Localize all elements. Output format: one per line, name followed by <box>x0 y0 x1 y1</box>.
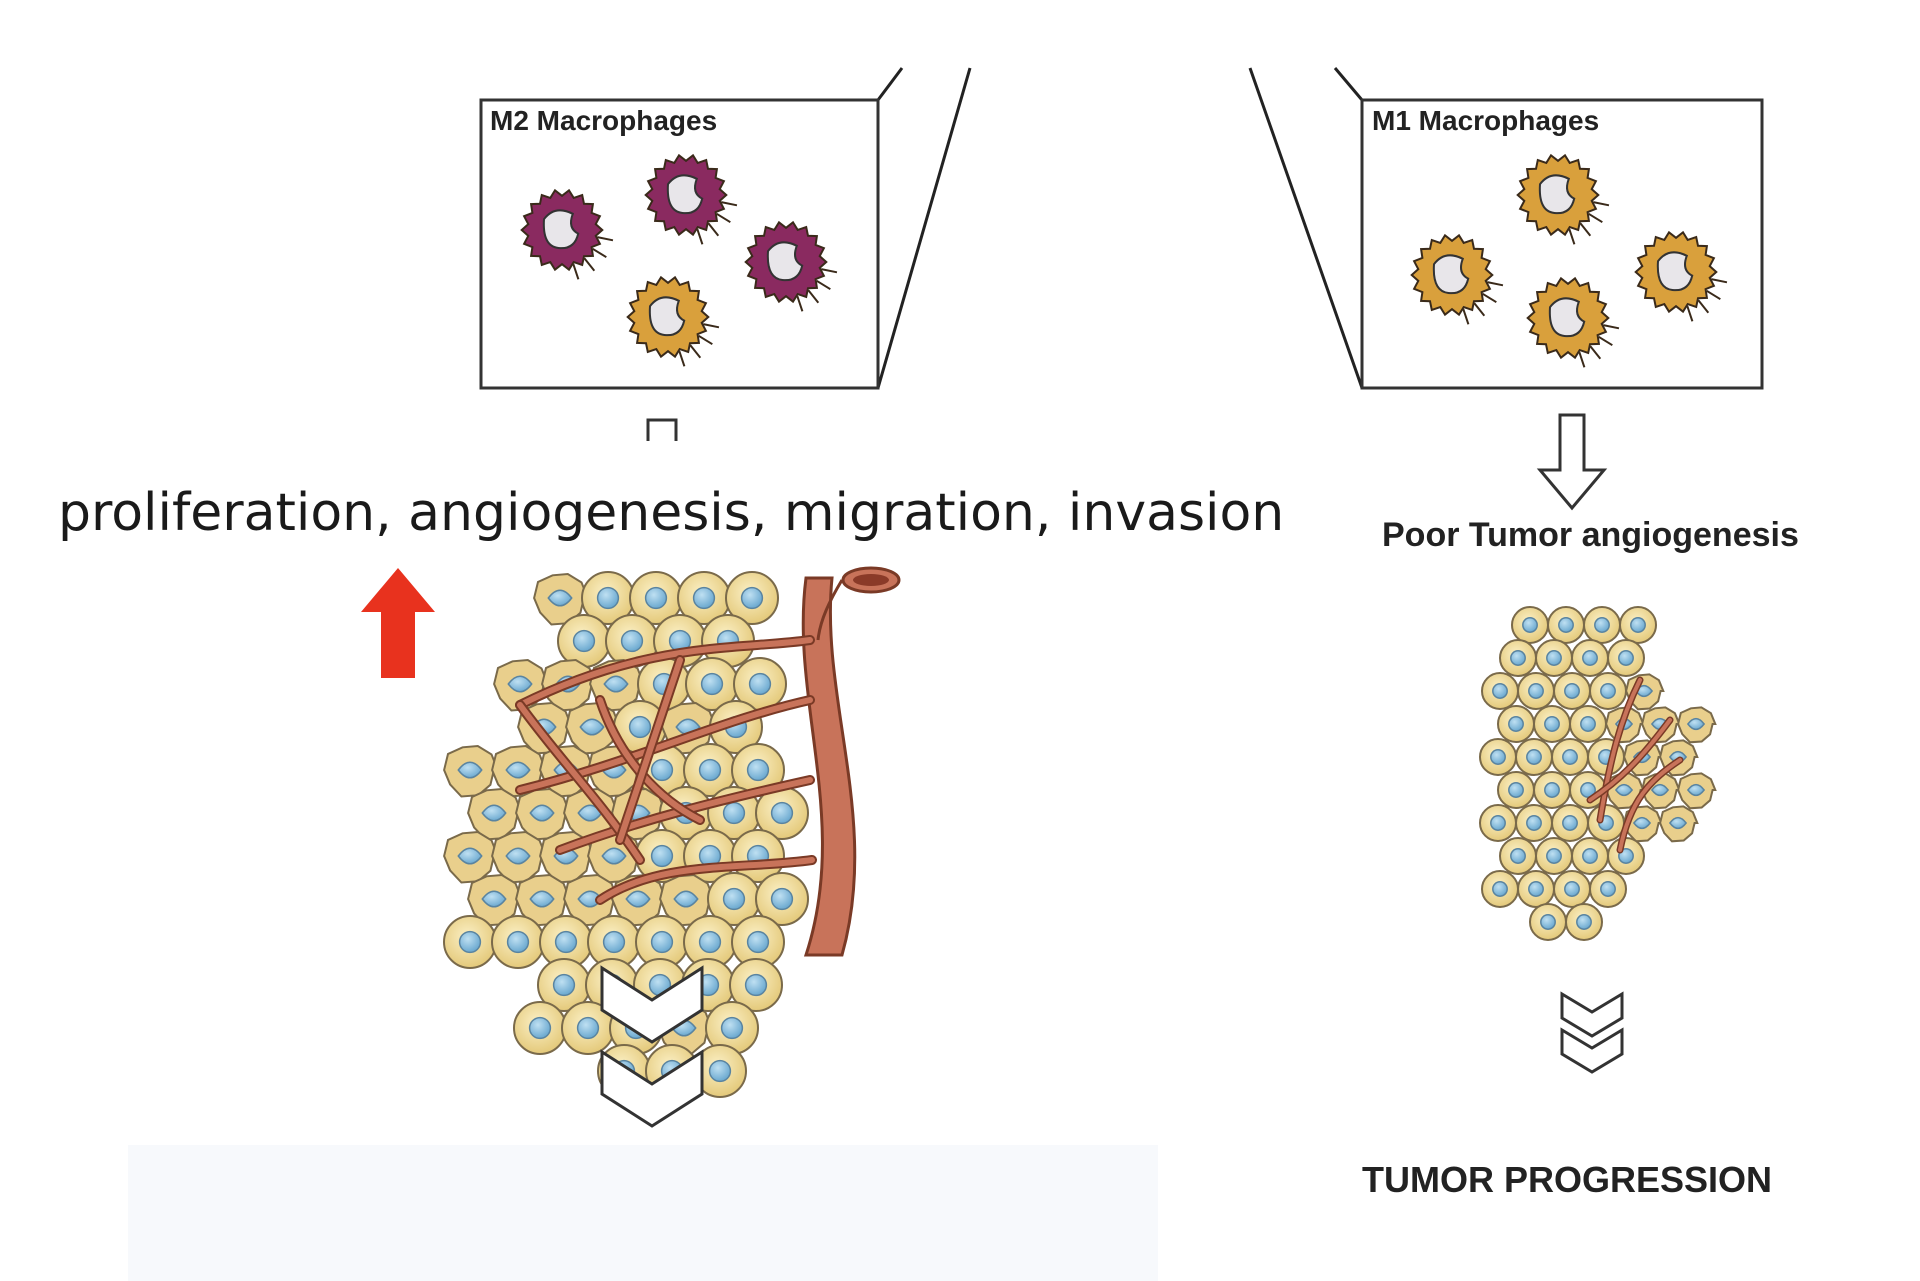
chevron-down-icon <box>600 965 704 1128</box>
tumor-cell <box>1589 870 1627 908</box>
tumor-cell <box>1607 837 1645 875</box>
m1-macrophage-cells <box>1410 153 1728 368</box>
tumor-cell <box>1659 805 1699 843</box>
m1-panel-title: M1 Macrophages <box>1372 105 1599 136</box>
arrow-down-icon <box>1536 413 1608 511</box>
tumor-cell <box>725 571 779 625</box>
tumor-cell <box>1481 870 1519 908</box>
tumor-progression-label: TUMOR PROGRESSION <box>1362 1159 1772 1200</box>
tumor-cell <box>1583 606 1621 644</box>
tumor-cell <box>1607 639 1645 677</box>
tumor-cell <box>635 915 689 969</box>
tumor-cell <box>443 830 500 884</box>
tumor-cell <box>1499 837 1537 875</box>
tumor-cell <box>1553 672 1591 710</box>
tumor-cell <box>683 743 737 797</box>
left-effects-text: proliferation, angiogenesis, migration, … <box>58 483 1284 543</box>
tumor-cell <box>1517 672 1555 710</box>
m2-macrophage-panel: M2 Macrophages <box>479 98 880 390</box>
tumor-cell <box>1535 837 1573 875</box>
tumor-cell <box>443 744 500 798</box>
tumor-cell <box>513 1001 567 1055</box>
right-effect-text: Poor Tumor angiogenesis <box>1382 516 1799 554</box>
tumor-cell <box>683 915 737 969</box>
tumor-cell <box>1479 738 1517 776</box>
tumor-cell <box>1499 639 1537 677</box>
tumor-cell <box>1529 903 1567 941</box>
macrophage-cell <box>1516 153 1610 245</box>
tumor-cell <box>729 958 783 1012</box>
tumor-cell <box>515 873 572 927</box>
tumor-cell <box>537 958 591 1012</box>
tumor-vessel-network-small <box>1586 676 1684 854</box>
tumor-cell <box>629 571 683 625</box>
tumor-cell <box>1481 672 1519 710</box>
tumor-cell <box>1571 837 1609 875</box>
tumor-cell <box>1565 903 1603 941</box>
tumor-cell <box>1569 705 1607 743</box>
tumor-cell <box>693 1044 747 1098</box>
arrow-up-icon <box>361 568 435 678</box>
tumor-cell <box>467 873 524 927</box>
tumor-cell <box>587 915 641 969</box>
m1-macrophage-panel: M1 Macrophages <box>1360 98 1764 390</box>
tumor-cell <box>1571 639 1609 677</box>
tumor-vessel-network <box>515 635 817 905</box>
macrophage-cell <box>626 275 720 367</box>
tumor-cell <box>1547 606 1585 644</box>
macrophage-cell <box>520 188 614 280</box>
tumor-cell <box>1553 870 1591 908</box>
tumor-cell <box>1587 804 1625 842</box>
tumor-cell <box>1511 606 1549 644</box>
blood-vessel <box>801 566 901 957</box>
tumor-cell <box>1533 771 1571 809</box>
tumor-cell <box>755 872 809 926</box>
tumor-cell <box>1619 606 1657 644</box>
macrophage-cell <box>644 153 738 245</box>
tumor-cell <box>1515 738 1553 776</box>
tumor-cell <box>1551 738 1589 776</box>
zoom-lines <box>876 67 1364 389</box>
tumor-cell <box>1479 804 1517 842</box>
tumor-cell <box>605 614 659 668</box>
macrophage-cell <box>1634 230 1728 322</box>
tumor-cell <box>707 872 761 926</box>
tumor-cell <box>515 787 572 841</box>
tumor-cell <box>685 657 739 711</box>
tumor-cell <box>1589 672 1627 710</box>
macrophage-cell <box>1526 276 1620 368</box>
tumor-cell <box>581 571 635 625</box>
macrophage-cell <box>1410 233 1504 325</box>
empty-box <box>128 1145 1158 1281</box>
tumor-cell <box>1677 772 1717 810</box>
tumor-cell <box>491 915 545 969</box>
tumor-cell <box>1535 639 1573 677</box>
tumor-cell <box>705 1001 759 1055</box>
chevron-down-icon <box>1560 991 1624 1074</box>
tumor-cell <box>1677 706 1717 744</box>
tumor-cell <box>731 915 785 969</box>
tumor-cell <box>557 614 611 668</box>
tumor-cell <box>1533 705 1571 743</box>
tumor-mass-small <box>1479 606 1717 941</box>
tumor-cell <box>1497 771 1535 809</box>
m2-macrophage-cells <box>520 153 838 367</box>
tumor-cell <box>677 571 731 625</box>
tumor-cell <box>563 873 620 927</box>
tumor-cell <box>467 787 524 841</box>
tumor-cell <box>1551 804 1589 842</box>
tumor-cell <box>1517 870 1555 908</box>
tumor-cell <box>443 915 497 969</box>
arrow-down-icon <box>646 418 678 441</box>
tumor-cell <box>1515 804 1553 842</box>
tumor-cell <box>1497 705 1535 743</box>
m2-panel-title: M2 Macrophages <box>490 105 717 136</box>
macrophage-cell <box>744 220 838 312</box>
